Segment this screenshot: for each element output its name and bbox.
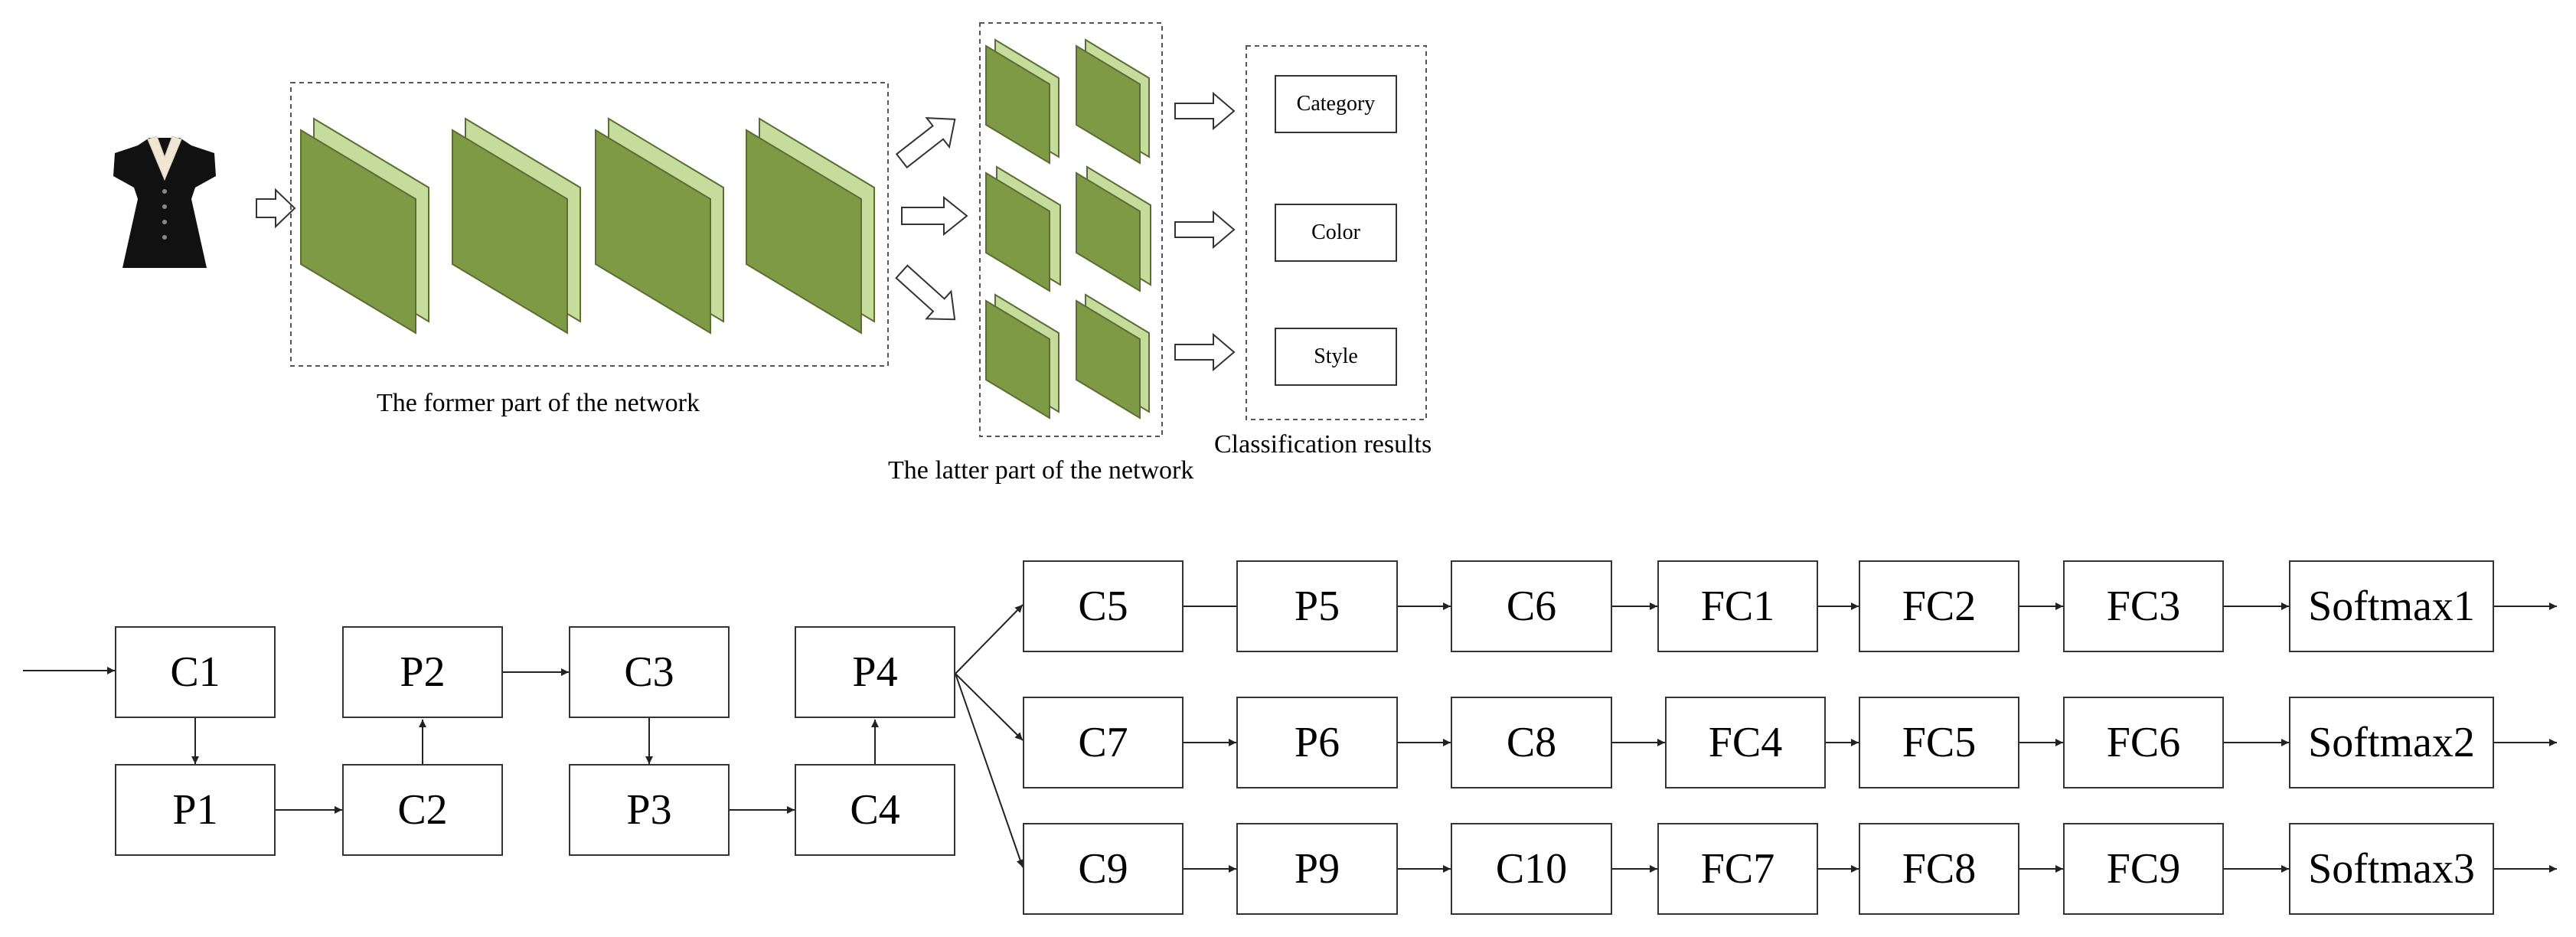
branch-arrow-up	[895, 117, 956, 169]
node-fc6: FC6	[2063, 697, 2224, 788]
result-style-box: Style	[1275, 328, 1397, 386]
node-c8: C8	[1451, 697, 1612, 788]
node-c2: C2	[342, 764, 503, 856]
node-p9: P9	[1236, 823, 1398, 915]
node-fc7: FC7	[1657, 823, 1818, 915]
node-p2: P2	[342, 626, 503, 718]
former-part-caption: The former part of the network	[377, 389, 700, 417]
node-fc4: FC4	[1665, 697, 1826, 788]
node-c3: C3	[569, 626, 730, 718]
latter-layers	[985, 38, 1151, 420]
result-arrows	[1174, 91, 1236, 372]
former-layer-3	[595, 117, 724, 335]
former-layer-4	[746, 117, 875, 335]
node-softmax1: Softmax1	[2289, 560, 2494, 652]
node-softmax3: Softmax3	[2289, 823, 2494, 915]
branch-arrow-mid	[901, 195, 968, 237]
former-layer-2	[452, 117, 581, 335]
dress-icon	[113, 135, 216, 268]
node-p6: P6	[1236, 697, 1398, 788]
former-layer-1	[300, 117, 429, 335]
node-p5: P5	[1236, 560, 1398, 652]
node-c5: C5	[1023, 560, 1184, 652]
result-category-box: Category	[1275, 75, 1397, 133]
results-frame	[1246, 45, 1427, 420]
node-c6: C6	[1451, 560, 1612, 652]
former-part-frame	[290, 82, 889, 367]
node-softmax2: Softmax2	[2289, 697, 2494, 788]
result-color-box: Color	[1275, 204, 1397, 262]
node-c4: C4	[795, 764, 955, 856]
flow-connectors	[23, 602, 2557, 873]
node-fc1: FC1	[1657, 560, 1818, 652]
node-fc5: FC5	[1859, 697, 2019, 788]
node-fc8: FC8	[1859, 823, 2019, 915]
results-caption: Classification results	[1214, 430, 1432, 459]
latter-part-frame	[979, 22, 1163, 437]
node-p4: P4	[795, 626, 955, 718]
node-p1: P1	[115, 764, 276, 856]
branch-arrow-down	[895, 264, 956, 321]
input-arrow	[256, 188, 296, 229]
node-p3: P3	[569, 764, 730, 856]
node-fc2: FC2	[1859, 560, 2019, 652]
node-fc9: FC9	[2063, 823, 2224, 915]
node-c9: C9	[1023, 823, 1184, 915]
node-c10: C10	[1451, 823, 1612, 915]
node-c7: C7	[1023, 697, 1184, 788]
node-c1: C1	[115, 626, 276, 718]
latter-part-caption: The latter part of the network	[888, 456, 1194, 485]
node-fc3: FC3	[2063, 560, 2224, 652]
